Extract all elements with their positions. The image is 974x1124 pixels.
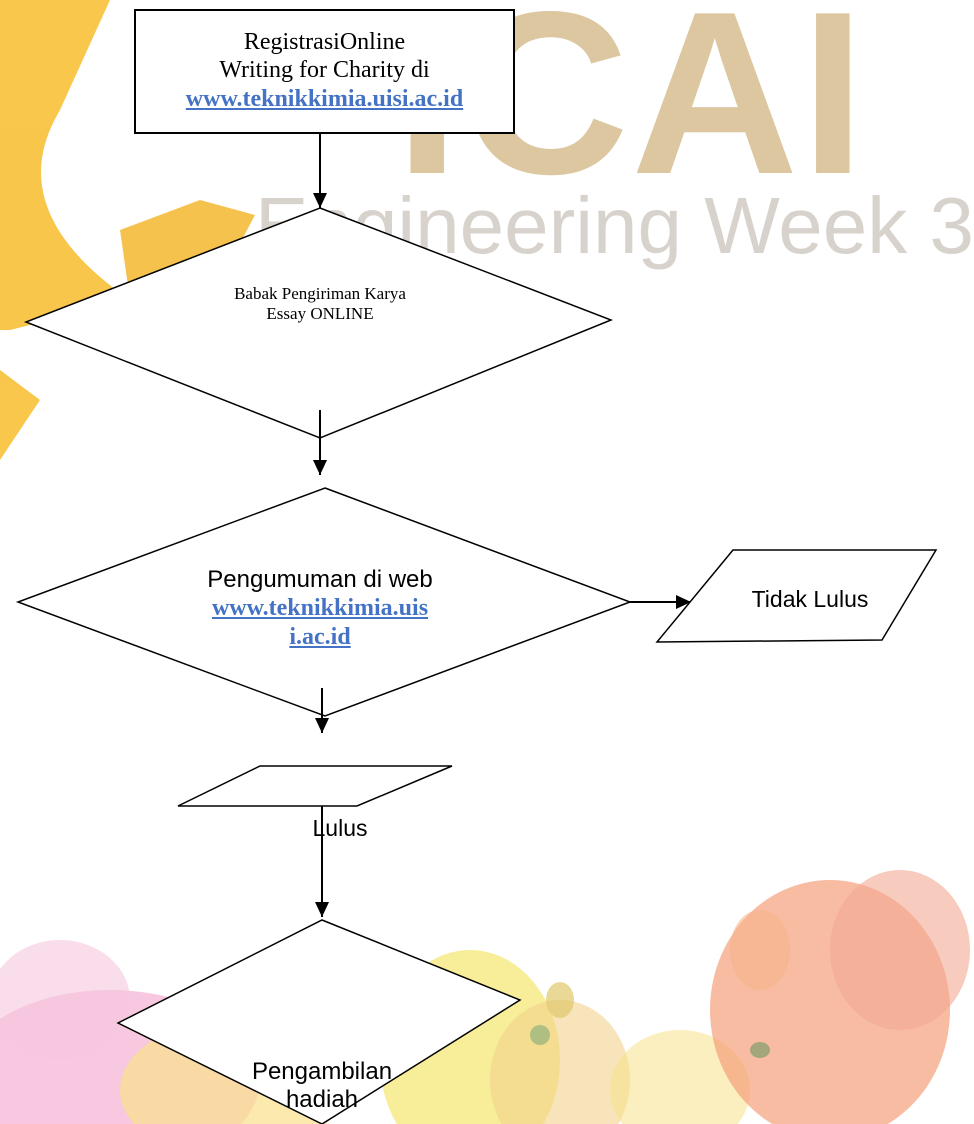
registrasi-line2: Writing for Charity di (219, 57, 430, 84)
pengumuman-line1: Pengumuman di web (207, 566, 433, 593)
arrowhead-5 (315, 902, 329, 917)
arrowhead-1 (313, 193, 327, 208)
pengumuman-link-a[interactable]: www.teknikkimia.uis (211, 595, 429, 622)
registrasi-line1: RegistrasiOnline (243, 29, 406, 55)
babak-line1: Babak Pengiriman Karya (234, 284, 406, 303)
arrowhead-4 (315, 718, 329, 733)
flowchart-shapes (15, 9, 938, 1124)
babak-label: Babak Pengiriman Karya Essay ONLINE (170, 284, 470, 324)
registrasi-box (134, 9, 515, 134)
pengambilan-diamond (116, 919, 522, 1124)
lulus-label: Lulus (312, 815, 368, 841)
babak-line2: Essay ONLINE (266, 304, 374, 324)
pengumuman-link-b[interactable]: i.ac.id (289, 623, 351, 650)
pengambilan-line1: Pengambilan (251, 1058, 393, 1085)
pengambilan-label: Pengambilan hadiah (212, 1058, 432, 1113)
tidak-lulus-label: Tidak Lulus (751, 586, 869, 612)
tidak-lulus-parallelogram (655, 549, 938, 643)
lulus-outline (177, 765, 453, 807)
pengumuman-label: Pengumuman di web www.teknikkimia.uis i.… (170, 566, 470, 652)
registrasi-label: RegistrasiOnline Writing for Charity di … (137, 28, 512, 113)
registrasi-link[interactable]: www.teknikkimia.uisi.ac.id (185, 85, 464, 112)
arrowhead-2 (313, 460, 327, 475)
pengumuman-diamond (15, 487, 633, 717)
pengambilan-line2: hadiah (285, 1086, 359, 1114)
arrowhead-3 (676, 595, 691, 609)
